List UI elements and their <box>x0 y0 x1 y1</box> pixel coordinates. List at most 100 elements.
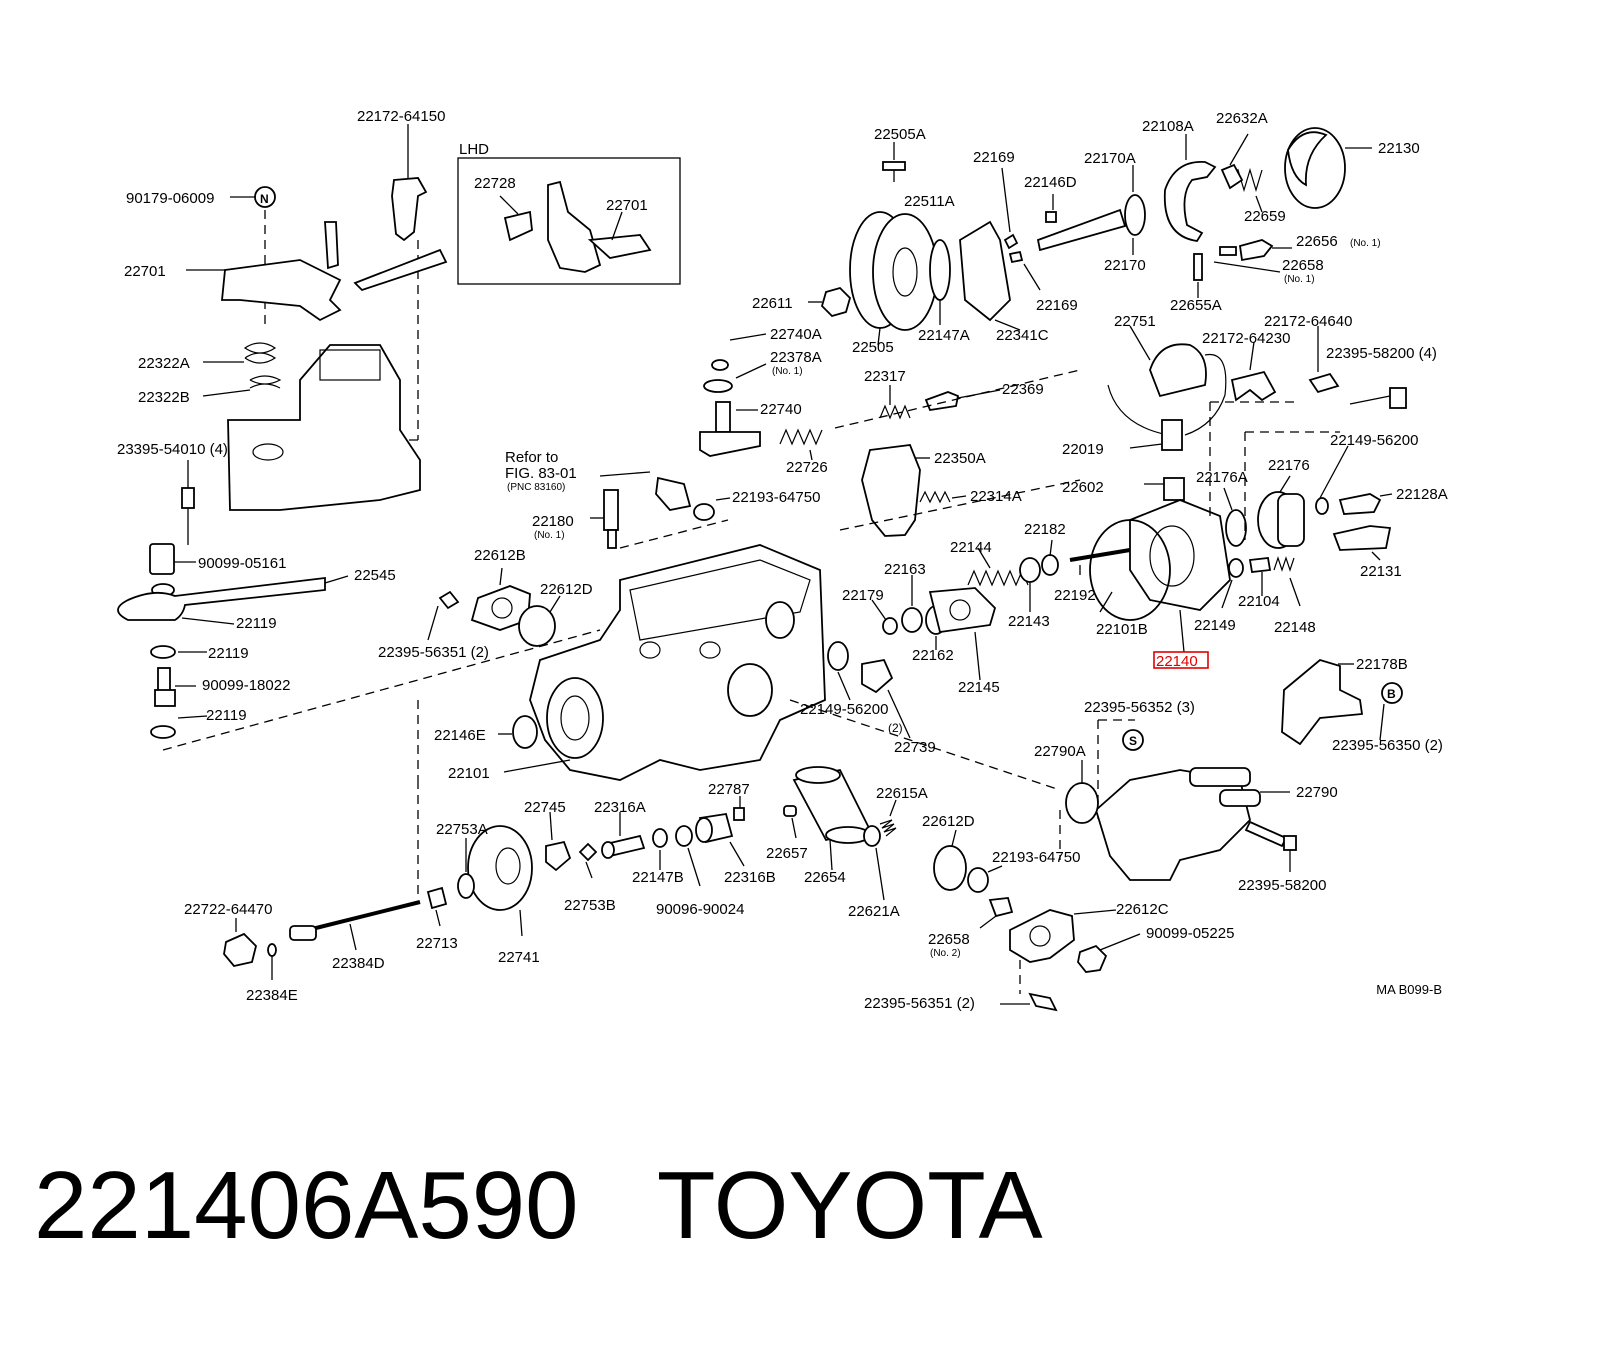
lhd-inset <box>457 157 681 285</box>
label-22172-64640: 22172-64640 <box>1264 313 1352 330</box>
label-22369: 22369 <box>1002 381 1044 398</box>
lower-group <box>223 700 1141 1012</box>
label-22350a: 22350A <box>934 450 986 467</box>
label-22612d-a: 22612D <box>540 581 593 598</box>
lever-group <box>117 124 601 751</box>
label-22193-64750-a: 22193-64750 <box>732 489 820 506</box>
label-22658-sub: (No. 1) <box>1284 274 1315 285</box>
label-22395-58200-b: 22395-58200 <box>1238 877 1326 894</box>
label-22602: 22602 <box>1062 479 1104 496</box>
label-22659: 22659 <box>1244 208 1286 225</box>
label-22790a: 22790A <box>1034 743 1086 760</box>
label-22545: 22545 <box>354 567 396 584</box>
label-refor-line1: Refor to <box>505 449 558 466</box>
label-22612c: 22612C <box>1116 901 1169 918</box>
part-number: 221406A590 <box>34 1152 579 1259</box>
label-22144: 22144 <box>950 539 992 556</box>
label-22180: 22180 <box>532 513 574 530</box>
label-22753b: 22753B <box>564 897 616 914</box>
label-22741: 22741 <box>498 949 540 966</box>
label-22395-56352: 22395-56352 (3) <box>1084 699 1195 716</box>
label-90179-06009: 90179-06009 <box>126 190 214 207</box>
label-22322b: 22322B <box>138 389 190 406</box>
label-22193-64750-b: 22193-64750 <box>992 849 1080 866</box>
label-22130: 22130 <box>1378 140 1420 157</box>
part-labels: 22172-64150 LHD 22728 22701 90179-06009 … <box>117 108 1448 1012</box>
label-22395-58200-a: 22395-58200 (4) <box>1326 345 1437 362</box>
b-circle-label: B <box>1387 687 1396 701</box>
label-22148: 22148 <box>1274 619 1316 636</box>
label-22378a-sub: (No. 1) <box>772 366 803 377</box>
label-22104: 22104 <box>1238 593 1280 610</box>
label-22147b: 22147B <box>632 869 684 886</box>
label-22128a: 22128A <box>1396 486 1448 503</box>
head-group <box>871 325 1407 681</box>
highlight-box-22140 <box>1153 651 1209 669</box>
drive-group <box>808 127 1372 346</box>
label-22612b: 22612B <box>474 547 526 564</box>
label-22611: 22611 <box>752 295 793 312</box>
label-22701-inset: 22701 <box>606 197 648 214</box>
label-22740a: 22740A <box>770 326 822 343</box>
label-22176: 22176 <box>1268 457 1310 474</box>
label-22178b: 22178B <box>1356 656 1408 673</box>
n-circle-label: N <box>260 192 269 206</box>
label-22505a: 22505A <box>874 126 926 143</box>
label-22384d: 22384D <box>332 955 385 972</box>
label-22170a: 22170A <box>1084 150 1136 167</box>
label-22395-56351-b: 22395-56351 (2) <box>864 995 975 1012</box>
label-22317: 22317 <box>864 368 906 385</box>
label-22147a: 22147A <box>918 327 970 344</box>
label-22632a: 22632A <box>1216 110 1268 127</box>
label-22149-56200-a: 22149-56200 <box>1330 432 1418 449</box>
label-22701: 22701 <box>124 263 166 280</box>
label-22658-b-sub: (No. 2) <box>930 948 961 959</box>
label-22615a: 22615A <box>876 785 928 802</box>
label-22511a: 22511A <box>904 193 955 210</box>
label-22395-56350: 22395-56350 (2) <box>1332 737 1443 754</box>
label-22163: 22163 <box>884 561 926 578</box>
label-90096-90024: 90096-90024 <box>656 901 744 918</box>
label-22146e: 22146E <box>434 727 486 744</box>
label-22119-b: 22119 <box>208 645 249 662</box>
label-22713: 22713 <box>416 935 458 952</box>
label-90099-05225: 90099-05225 <box>1146 925 1234 942</box>
label-90099-18022: 90099-18022 <box>202 677 290 694</box>
caption: 221406A590 TOYOTA <box>34 1158 1043 1254</box>
label-22612d-b: 22612D <box>922 813 975 830</box>
label-22019: 22019 <box>1062 441 1104 458</box>
figure-code: MA B099-B <box>1376 982 1442 997</box>
label-22176a: 22176A <box>1196 469 1248 486</box>
label-22316a: 22316A <box>594 799 646 816</box>
label-22172-64150: 22172-64150 <box>357 108 445 125</box>
label-22740: 22740 <box>760 401 802 418</box>
label-22169-a: 22169 <box>973 149 1015 166</box>
label-22149-56200-b: 22149-56200 <box>800 701 888 718</box>
label-22145: 22145 <box>958 679 1000 696</box>
label-22728: 22728 <box>474 175 516 192</box>
label-22739: 22739 <box>894 739 936 756</box>
pump-body <box>427 544 1061 791</box>
label-22146d: 22146D <box>1024 174 1077 191</box>
label-22172-64230: 22172-64230 <box>1202 330 1290 347</box>
label-22182: 22182 <box>1024 521 1066 538</box>
label-22192: 22192 <box>1054 587 1096 604</box>
label-22751: 22751 <box>1114 313 1156 330</box>
label-22314a: 22314A <box>970 488 1022 505</box>
label-refor-line2: FIG. 83-01 <box>505 465 577 482</box>
label-22658-b: 22658 <box>928 931 970 948</box>
label-22745: 22745 <box>524 799 566 816</box>
right-lower-group <box>1065 658 1403 881</box>
label-22119-a: 22119 <box>236 615 277 632</box>
middle-group <box>590 333 1081 549</box>
label-22316b: 22316B <box>724 869 776 886</box>
label-22384e: 22384E <box>246 987 298 1004</box>
label-22149-56200-b-sub: (2) <box>888 721 903 735</box>
label-22140-highlighted: 22140 <box>1156 653 1198 670</box>
label-22169-b: 22169 <box>1036 297 1078 314</box>
label-22658: 22658 <box>1282 257 1324 274</box>
label-22108a: 22108A <box>1142 118 1194 135</box>
label-22656-sub: (No. 1) <box>1350 238 1381 249</box>
label-22378a: 22378A <box>770 349 822 366</box>
label-refor-line3: (PNC 83160) <box>507 482 565 493</box>
